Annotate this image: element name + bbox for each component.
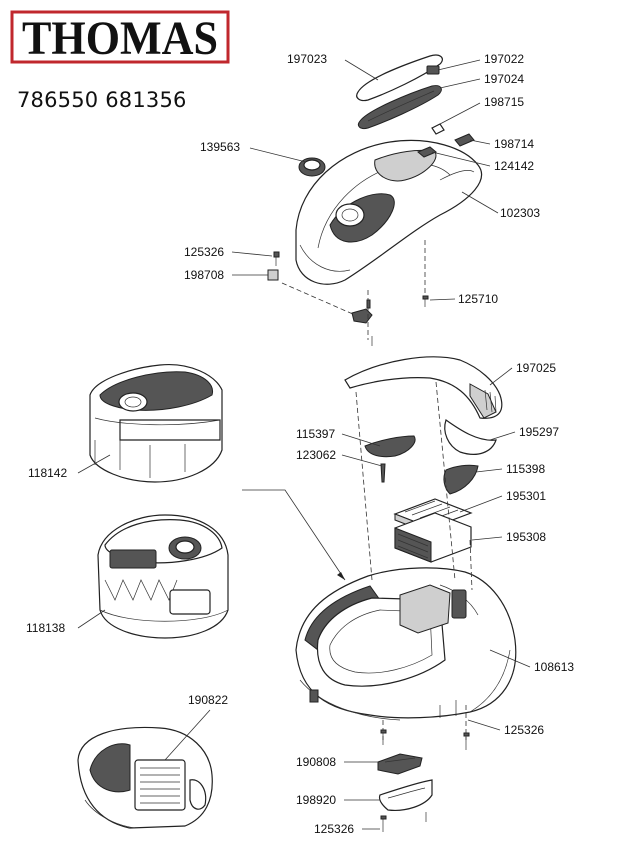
latch-part xyxy=(431,123,445,135)
latch-insert-part xyxy=(417,146,437,158)
filter-frame-part xyxy=(394,512,472,563)
screw-part xyxy=(273,251,280,258)
part-label-197024: 197024 xyxy=(484,72,524,86)
part-label-195297: 195297 xyxy=(519,425,559,439)
part-label-123062: 123062 xyxy=(296,448,336,462)
part-label-118142: 118142 xyxy=(28,466,67,480)
part-label-198715: 198715 xyxy=(484,95,524,109)
part-label-197025: 197025 xyxy=(516,361,556,375)
part-label-198714: 198714 xyxy=(494,137,534,151)
part-label-125326-bottom: 125326 xyxy=(314,822,354,836)
thomas-logo: THOMAS xyxy=(10,10,230,64)
bottom-cover-part xyxy=(378,779,433,811)
tab-part xyxy=(443,464,479,495)
cover-plate-part xyxy=(364,435,416,458)
part-label-195308: 195308 xyxy=(506,530,546,544)
part-label-197022: 197022 xyxy=(484,52,524,66)
rear-shell-part xyxy=(344,356,503,419)
part-label-115398: 115398 xyxy=(506,462,545,476)
main-body-part xyxy=(295,567,517,721)
part-label-115397: 115397 xyxy=(296,427,335,441)
part-label-190822: 190822 xyxy=(188,693,228,707)
aqua-box-part xyxy=(89,363,223,483)
part-label-197023: 197023 xyxy=(287,52,327,66)
top-lid-part xyxy=(295,139,483,285)
part-label-139563: 139563 xyxy=(200,140,240,154)
part-label-125710: 125710 xyxy=(458,292,498,306)
part-label-124142: 124142 xyxy=(494,159,534,173)
part-label-102303: 102303 xyxy=(500,206,540,220)
filter-box-part xyxy=(97,514,229,639)
part-label-125326-mid: 125326 xyxy=(504,723,544,737)
part-label-125326-top: 125326 xyxy=(184,245,224,259)
part-label-118138: 118138 xyxy=(26,621,65,635)
svg-text:THOMAS: THOMAS xyxy=(22,12,218,64)
spring-clip-part xyxy=(267,269,279,281)
bracket-part xyxy=(351,308,373,324)
handle-base-part xyxy=(357,85,442,129)
part-label-195301: 195301 xyxy=(506,489,546,503)
motor-housing-part xyxy=(77,726,213,829)
clip-part xyxy=(426,65,440,75)
model-numbers: 786550 681356 xyxy=(17,88,187,112)
part-label-198920: 198920 xyxy=(296,793,336,807)
handle-cover-part xyxy=(356,54,443,102)
part-label-108613: 108613 xyxy=(534,660,574,674)
part-label-190808: 190808 xyxy=(296,755,336,769)
circuit-board-part xyxy=(377,753,423,775)
button-part xyxy=(454,133,475,147)
side-flap-part xyxy=(444,419,497,455)
pin-part xyxy=(380,463,386,483)
part-label-198708: 198708 xyxy=(184,268,224,282)
